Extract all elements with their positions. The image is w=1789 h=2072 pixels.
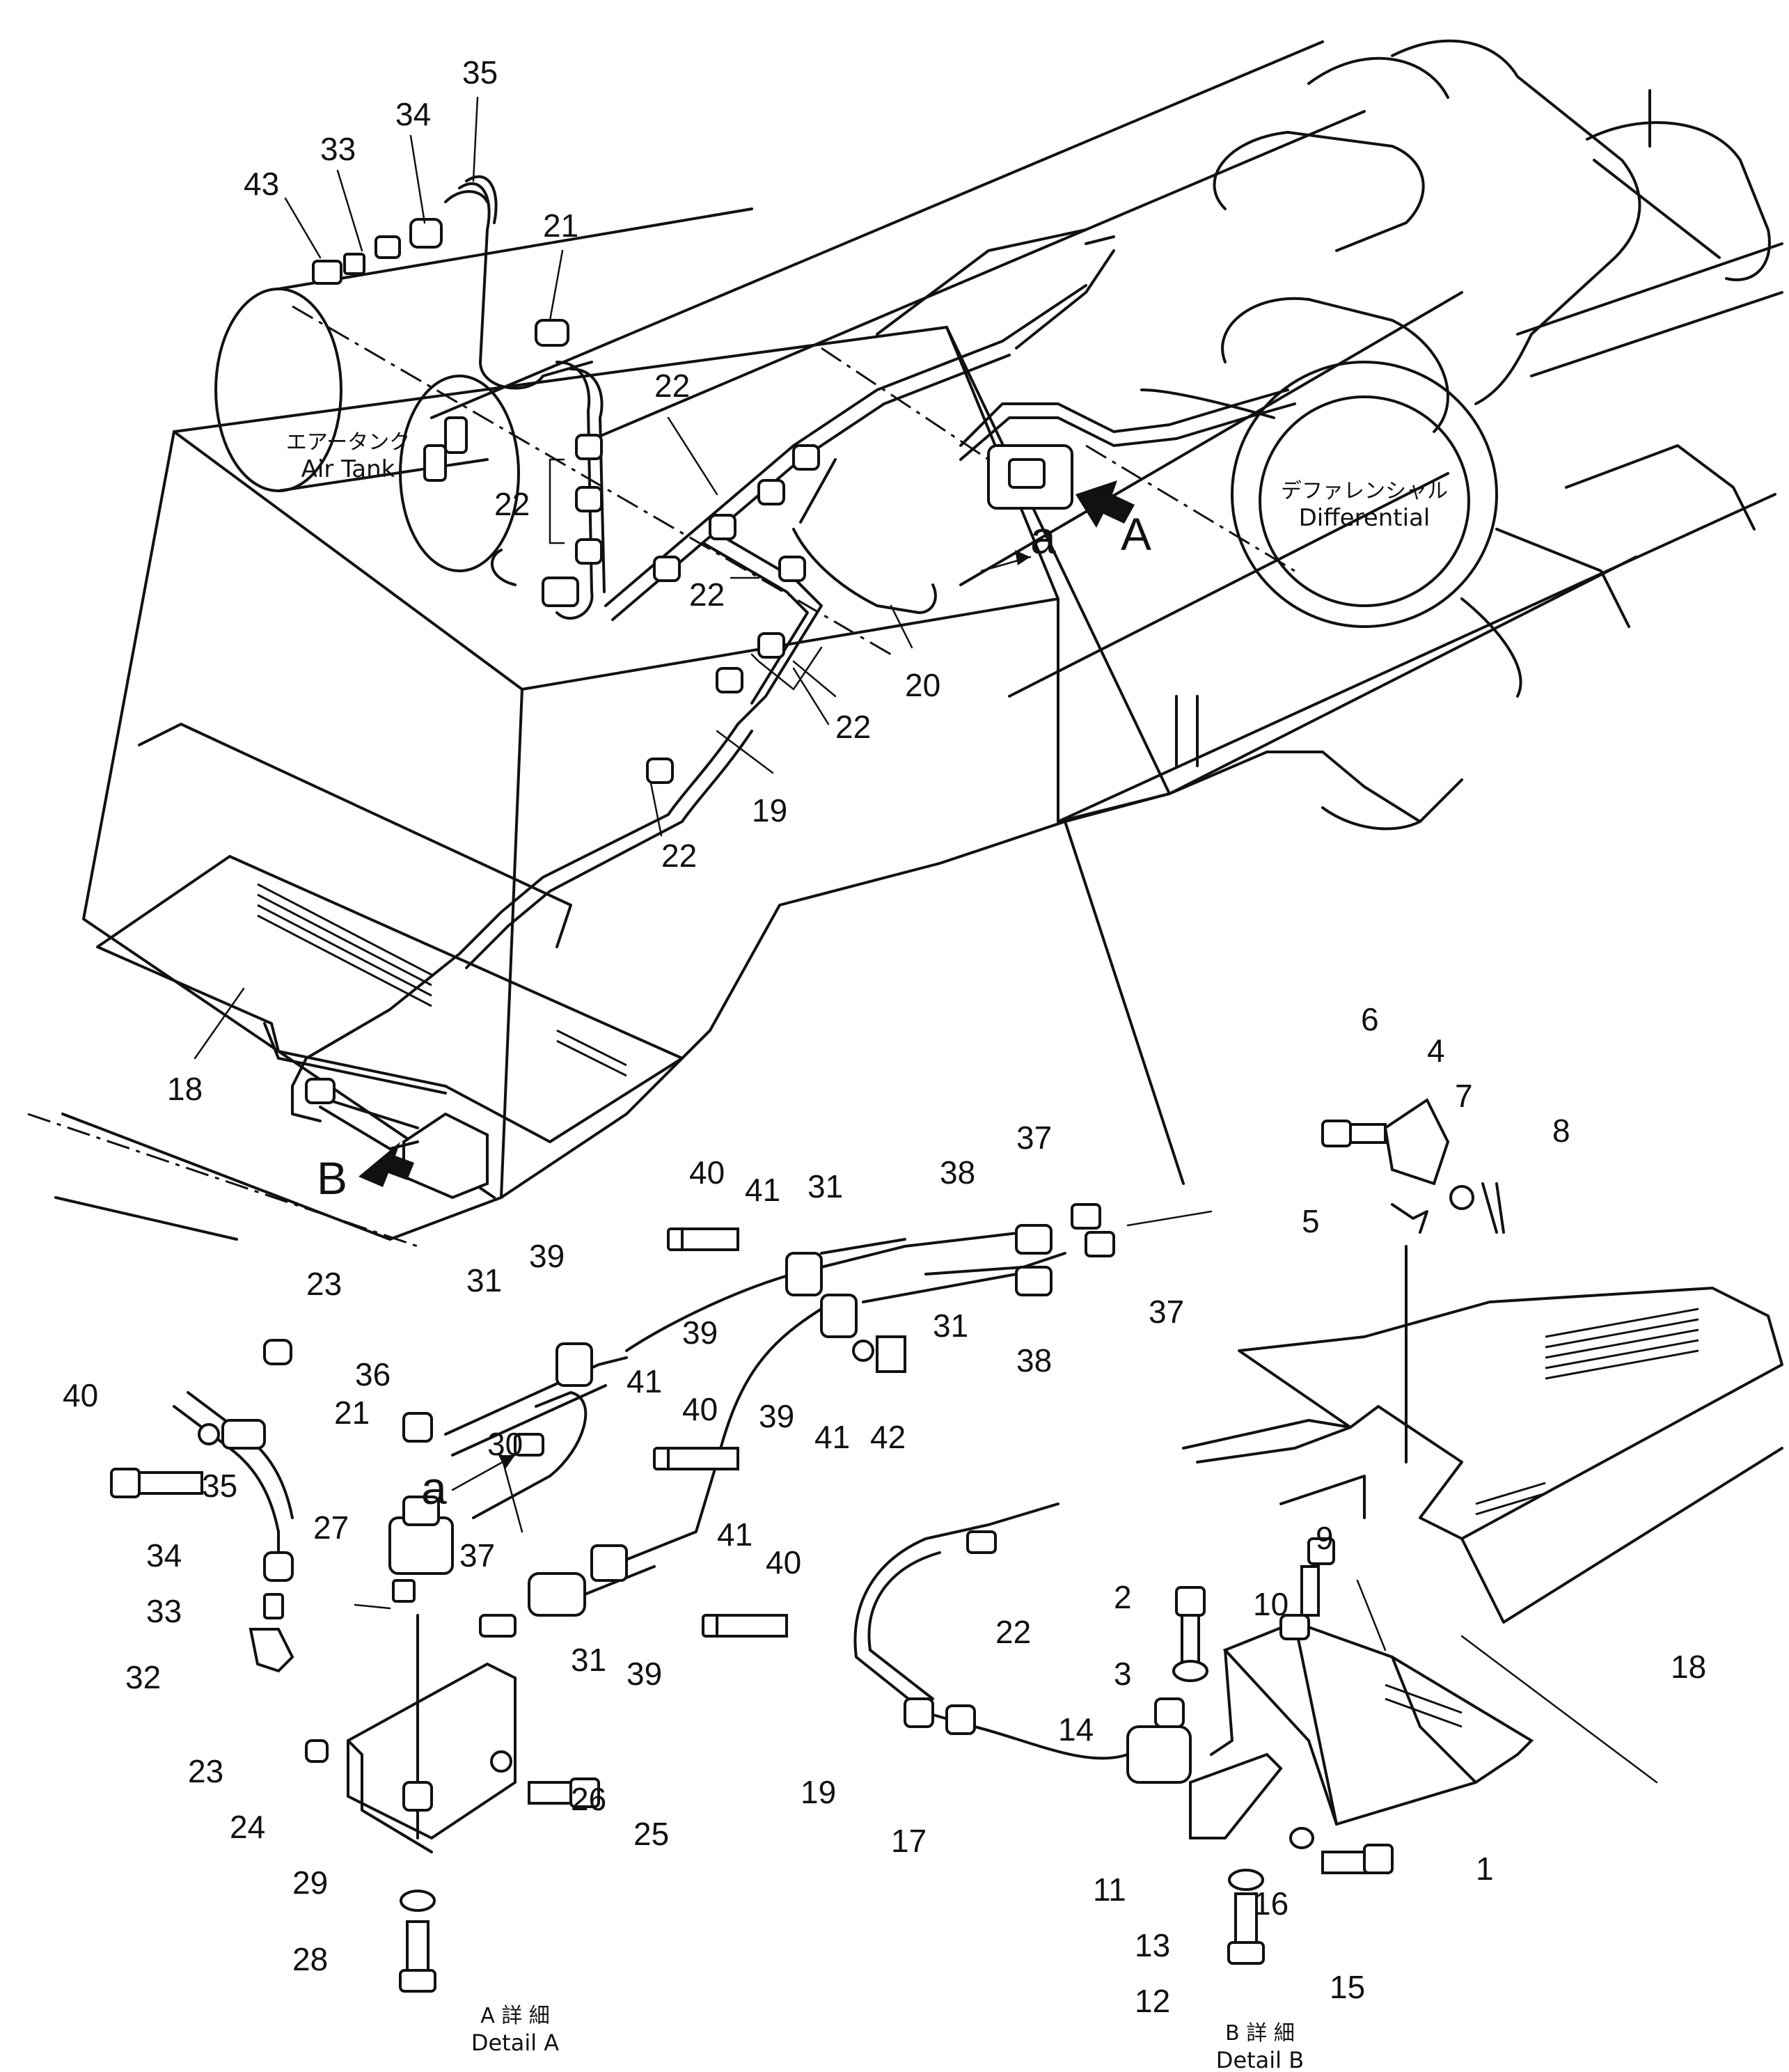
detail-captions: A 詳 細 Detail A B 詳 細 Detail B xyxy=(471,2004,1304,2072)
callout-2: 2 xyxy=(1114,1579,1132,1615)
callout-42: 42 xyxy=(870,1419,906,1455)
callout-31d: 31 xyxy=(571,1642,606,1678)
detail-a-caption-en: Detail A xyxy=(471,2030,559,2056)
callout-10: 10 xyxy=(1253,1586,1288,1622)
callout-35b: 35 xyxy=(202,1468,237,1504)
callout-31a: 31 xyxy=(807,1168,843,1204)
view-A-letter: A xyxy=(1121,508,1151,560)
bracket-b-in-frame xyxy=(305,1078,489,1200)
callout-21: 21 xyxy=(543,207,578,244)
callout-11: 11 xyxy=(1093,1871,1126,1908)
callout-37b: 37 xyxy=(1149,1294,1184,1330)
callout-19b: 19 xyxy=(801,1774,836,1810)
callout-33b: 33 xyxy=(146,1593,182,1629)
callout-9: 9 xyxy=(1316,1520,1334,1556)
callout-26: 26 xyxy=(571,1781,606,1817)
callout-22d: 22 xyxy=(835,709,871,745)
air-tank-label-jp: エアータンク xyxy=(286,430,410,455)
callout-30: 30 xyxy=(487,1426,523,1462)
callout-25: 25 xyxy=(633,1816,669,1852)
callout-22a: 22 xyxy=(654,368,690,404)
differential-label-en: Differential xyxy=(1299,504,1431,532)
detail-a-caption-jp: A 詳 細 xyxy=(480,2004,550,2028)
callout-40b: 40 xyxy=(682,1391,718,1427)
callout-22f: 22 xyxy=(995,1614,1031,1650)
callout-18b: 18 xyxy=(1671,1649,1706,1685)
callout-36: 36 xyxy=(355,1356,391,1392)
callout-28: 28 xyxy=(292,1941,328,1977)
callout-1: 1 xyxy=(1476,1851,1494,1887)
annotation-labels: エアータンク Air Tank デファレンシャル Differential A … xyxy=(286,430,1448,1514)
differential-label-jp: デファレンシャル xyxy=(1281,479,1448,503)
callout-41a: 41 xyxy=(745,1172,780,1208)
air-tank-label-en: Air Tank xyxy=(301,455,395,483)
callout-38a: 38 xyxy=(940,1154,975,1191)
callout-29: 29 xyxy=(292,1865,328,1901)
callout-16: 16 xyxy=(1253,1885,1288,1922)
callout-23b: 23 xyxy=(188,1753,223,1789)
callout-7: 7 xyxy=(1455,1078,1473,1114)
callout-37a: 37 xyxy=(1016,1120,1052,1156)
callout-23a: 23 xyxy=(306,1266,342,1302)
upper-fittings xyxy=(312,190,489,285)
floor-plate xyxy=(96,723,684,1143)
callout-6: 6 xyxy=(1361,1001,1379,1037)
callout-40d: 40 xyxy=(766,1544,801,1580)
callout-labels: 35 34 33 43 21 22 22 22 22 22 20 19 18 6… xyxy=(63,54,1706,2019)
machine-frame xyxy=(27,39,1783,1248)
callout-15: 15 xyxy=(1330,1969,1365,2005)
callout-20: 20 xyxy=(905,667,940,703)
callout-39d: 39 xyxy=(626,1656,662,1692)
detail-b xyxy=(853,1098,1783,1965)
callout-3: 3 xyxy=(1114,1656,1132,1692)
callout-22e: 22 xyxy=(661,838,697,874)
callout-43: 43 xyxy=(244,166,279,202)
detail-a xyxy=(110,1203,1115,1993)
detail-b-caption-en: Detail B xyxy=(1216,2047,1304,2072)
view-arrows xyxy=(358,480,1135,1491)
callout-39b: 39 xyxy=(682,1314,718,1351)
callout-37c: 37 xyxy=(459,1537,495,1573)
grouping-braces xyxy=(549,458,823,691)
callout-8: 8 xyxy=(1552,1113,1570,1149)
callout-14: 14 xyxy=(1058,1711,1094,1748)
callout-39c: 39 xyxy=(759,1398,794,1434)
view-a-letter: a xyxy=(1030,512,1056,563)
callout-39a: 39 xyxy=(529,1238,565,1274)
callout-38b: 38 xyxy=(1016,1342,1052,1379)
callout-40a: 40 xyxy=(689,1154,725,1191)
callout-31c: 31 xyxy=(933,1308,968,1344)
callout-5: 5 xyxy=(1302,1203,1320,1239)
leader-lines xyxy=(194,96,1658,1784)
callout-13: 13 xyxy=(1135,1927,1170,1963)
callout-41d: 41 xyxy=(717,1516,752,1553)
callout-40c: 40 xyxy=(63,1377,98,1413)
air-tank xyxy=(214,207,753,572)
callout-19: 19 xyxy=(752,792,787,829)
detail-a-view-letter: a xyxy=(421,1462,447,1514)
callout-22c: 22 xyxy=(689,576,725,613)
callout-34b: 34 xyxy=(146,1537,182,1573)
detail-b-caption-jp: B 詳 細 xyxy=(1225,2021,1295,2046)
callout-41b: 41 xyxy=(626,1363,662,1399)
callout-31b: 31 xyxy=(466,1262,502,1298)
callout-12: 12 xyxy=(1135,1983,1170,2019)
callout-21b: 21 xyxy=(334,1395,370,1431)
callout-4: 4 xyxy=(1427,1033,1445,1069)
callout-18: 18 xyxy=(167,1071,203,1107)
callout-17: 17 xyxy=(891,1823,927,1859)
callout-22b: 22 xyxy=(494,486,530,522)
callout-33: 33 xyxy=(320,131,356,167)
callout-27: 27 xyxy=(313,1509,349,1546)
callout-34: 34 xyxy=(395,96,431,132)
callout-24: 24 xyxy=(230,1809,265,1845)
view-B-letter: B xyxy=(317,1152,347,1204)
callout-41c: 41 xyxy=(814,1419,850,1455)
callout-35: 35 xyxy=(462,54,498,91)
callout-32: 32 xyxy=(125,1659,161,1695)
air-piping xyxy=(291,175,1296,1129)
